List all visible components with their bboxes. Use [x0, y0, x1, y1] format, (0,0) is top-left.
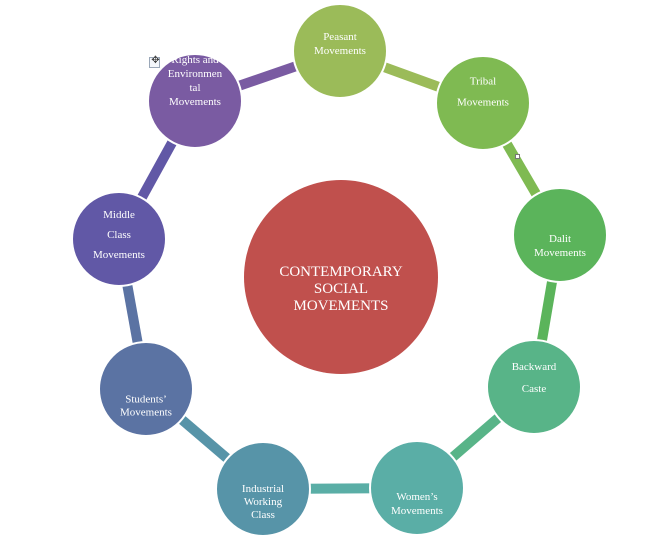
node-students[interactable]: Students’Movements: [98, 341, 194, 437]
node-label-line: Movements: [93, 249, 145, 261]
node-circle: [71, 191, 167, 287]
node-label-line: Movements: [534, 247, 586, 259]
node-circle: [147, 53, 243, 149]
resize-handle[interactable]: [515, 154, 520, 159]
node-label-line: Movements: [391, 505, 443, 517]
node-label-line: Movements: [314, 45, 366, 57]
node-label-line: Movements: [120, 407, 172, 419]
node-label-line: Students’: [125, 394, 167, 406]
node-label-line: Class: [251, 509, 275, 521]
node-circle: [435, 55, 531, 151]
node-label-line: Industrial: [242, 483, 284, 495]
node-label-line: Human: [179, 40, 212, 52]
center-label-line: SOCIAL: [314, 281, 368, 297]
node-label-line: Movements: [169, 96, 221, 108]
node-label-line: Class: [107, 229, 131, 241]
node-circle: [98, 341, 194, 437]
node-label-line: Environmen: [168, 68, 223, 80]
center-label-line: CONTEMPORARY: [279, 264, 403, 280]
node-label-line: Peasant: [323, 31, 357, 43]
node-label-line: Rights and: [171, 54, 219, 66]
node-label-line: Caste: [522, 383, 547, 395]
node-label: Students’Movements: [120, 394, 172, 419]
node-label-line: tal: [190, 82, 201, 94]
node-label-line: Working: [244, 496, 283, 508]
node-label-line: Movements: [457, 97, 509, 109]
node-circle: [486, 339, 582, 435]
node-circle: [512, 187, 608, 283]
node-label-line: Backward: [512, 361, 557, 373]
move-handle-icon[interactable]: ✥: [149, 55, 160, 68]
node-label-line: Tribal: [470, 76, 497, 88]
node-label-line: Middle: [103, 209, 135, 221]
node-circle: [215, 441, 311, 537]
center-label-line: MOVEMENTS: [293, 298, 388, 314]
node-label-line: Dalit: [549, 233, 571, 245]
center-circle: [244, 180, 438, 374]
node-circle: [369, 440, 465, 536]
node-circle: [292, 3, 388, 99]
node-label-line: Women’s: [396, 491, 437, 503]
